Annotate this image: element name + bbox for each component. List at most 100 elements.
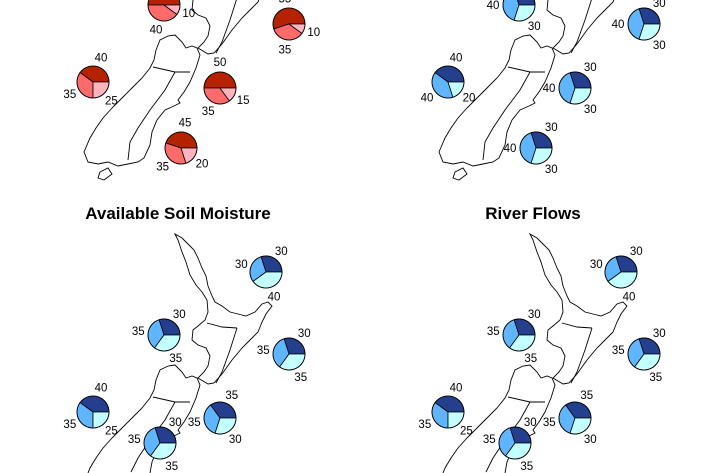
pie-slice-label: 30 (275, 246, 288, 258)
pie-outline (519, 131, 553, 165)
pie-slice-label: 30 (298, 328, 311, 340)
pie-slice-label: 40 (612, 19, 625, 31)
pie-slice-label: 45 (179, 117, 192, 129)
pie-slice-label: 35 (543, 417, 556, 429)
panel-bottom-right: River Flows 3035353035353030404035253535… (418, 204, 666, 473)
pie-slice-label: 30 (653, 328, 666, 340)
pie-slice-label: 30 (169, 417, 182, 429)
pie-slice-label: 25 (105, 95, 118, 107)
pie-slice-label: 35 (279, 45, 292, 57)
pie-slice-label: 40 (421, 92, 434, 104)
nz-map-outline (438, 0, 615, 181)
pie-slice-label: 40 (450, 382, 463, 394)
pie-slice-label: 35 (257, 345, 270, 357)
panel-title-soil-moisture: Available Soil Moisture (85, 204, 270, 223)
pie-outline (272, 7, 306, 41)
pie-slice-label: 30 (653, 40, 666, 52)
pie-slice-label: 30 (630, 246, 643, 258)
stewart-island-coast (452, 167, 468, 181)
north-island-region-boundary (561, 322, 593, 384)
pie-slice-label: 40 (150, 25, 163, 37)
pie-chart: 40 35 25 (63, 52, 117, 107)
north-island-coast (173, 232, 273, 385)
nz-map-outline (83, 0, 260, 181)
pie-outline (147, 318, 181, 352)
pie-slice-label: 35 (483, 434, 496, 446)
pie-slice-label: 30 (524, 417, 537, 429)
pie-slice-label: 55 (279, 0, 292, 5)
pie-slice-label: 35 (156, 161, 169, 173)
pie-outline (558, 71, 592, 105)
pie-slice-label: 20 (463, 92, 476, 104)
pie-slice-label: 30 (584, 62, 597, 74)
pie-slice-label: 20 (196, 158, 209, 170)
pie-slice-above-normal (203, 71, 237, 89)
pie-slice-label: 40 (95, 52, 108, 64)
panel-top-right: 304030304030303535404020304030304030 (421, 0, 666, 181)
pie-outline (203, 401, 237, 435)
pie-slice-label: 25 (460, 425, 473, 437)
pie-slice-label: 10 (182, 8, 195, 20)
pie-slice-label: 35 (63, 89, 76, 101)
south-island-region-boundary (482, 66, 545, 161)
pie-slice-label: 35 (612, 345, 625, 357)
pie-chart: 50 35 15 (202, 57, 250, 118)
pie-slice-label: 40 (487, 0, 500, 12)
south-island-coast (442, 364, 556, 473)
pie-slice-label: 40 (95, 382, 108, 394)
pie-outline (249, 255, 283, 289)
pie-chart: 30 30 40 (235, 246, 288, 304)
panel-top-left: 504010553510303535403525503515453520 (63, 0, 320, 181)
pie-slice-label: 40 (450, 52, 463, 64)
pie-outline (147, 0, 181, 22)
pie-slice-label: 40 (623, 292, 636, 304)
pie-slice-label: 10 (307, 27, 320, 39)
south-island-coast (83, 34, 201, 167)
pie-outline (502, 0, 536, 22)
south-island-region-boundary (127, 66, 190, 161)
pie-chart: 55 35 10 (272, 0, 320, 57)
panel-title-river-flows: River Flows (485, 204, 580, 223)
pie-slice-label: 35 (202, 106, 215, 118)
pie-slice-label: 30 (528, 309, 541, 321)
stewart-island-coast (97, 167, 113, 181)
pie-slice-label: 30 (235, 259, 248, 271)
pie-slice-label: 40 (543, 83, 556, 95)
pie-slice-label: 15 (237, 95, 250, 107)
north-island-region-boundary (206, 322, 238, 384)
pie-chart: 504010 (147, 0, 195, 37)
pie-slice-label: 30 (545, 122, 558, 134)
pie-outline (627, 337, 661, 371)
pie-chart: 40 35 25 (418, 382, 472, 437)
pie-chart: 30 35 35 (612, 328, 666, 384)
pie-slice-label: 30 (590, 259, 603, 271)
pie-outline (558, 401, 592, 435)
pie-chart: 45 35 20 (156, 117, 208, 173)
pie-outline (164, 131, 198, 165)
pie-slice-label: 30 (545, 164, 558, 176)
north-island-region-boundary (215, 0, 237, 54)
pie-outline (502, 318, 536, 352)
pie-outline (627, 7, 661, 41)
pie-slice-label: 35 (649, 372, 662, 384)
panel-bottom-left: Available Soil Moisture 3035353035353030… (63, 204, 311, 473)
north-island-coast (191, 0, 260, 55)
pie-chart: 30 30 40 (590, 246, 643, 304)
pie-slice-label: 40 (268, 292, 281, 304)
pie-slice-above-normal (147, 0, 181, 6)
pie-slice-label: 35 (165, 461, 178, 473)
pie-slice-label: 35 (63, 419, 76, 431)
pie-slice-label: 35 (418, 419, 431, 431)
pie-slice-label: 50 (214, 57, 227, 69)
south-island-coast (87, 364, 201, 473)
pie-slice-label: 30 (229, 434, 242, 446)
